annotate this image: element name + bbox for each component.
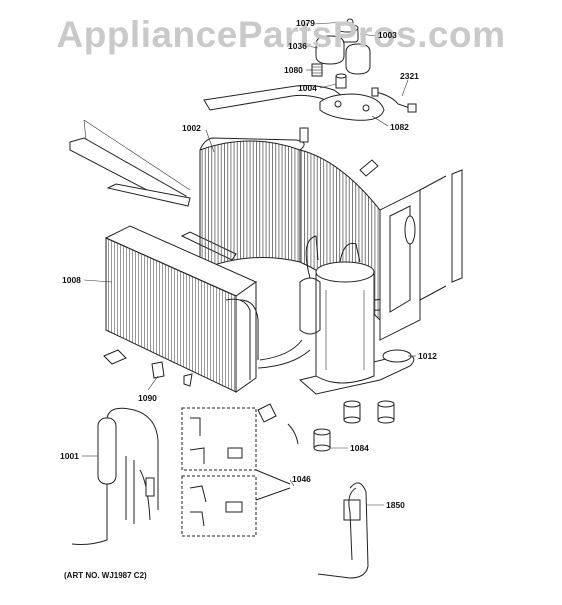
- callout-1004[interactable]: 1004: [298, 83, 317, 93]
- control-bracket: [379, 175, 447, 341]
- callout-1080[interactable]: 1080: [284, 65, 303, 75]
- callout-1001[interactable]: 1001: [60, 451, 79, 461]
- grommets-1084: [257, 400, 395, 452]
- callout-1003[interactable]: 1003: [378, 30, 397, 40]
- drain-pan-clip: [103, 349, 193, 387]
- callout-1079[interactable]: 1079: [296, 18, 315, 28]
- filter-drier-1001: [71, 407, 159, 545]
- wire-kit-1046: [181, 407, 291, 537]
- side-panel-strip: [451, 169, 463, 283]
- callout-1850[interactable]: 1850: [386, 500, 405, 510]
- cap-1004: [335, 73, 347, 89]
- callout-1046[interactable]: 1046: [292, 474, 311, 484]
- callout-1012[interactable]: 1012: [418, 351, 437, 361]
- leader-lines: [82, 21, 416, 506]
- callout-1008[interactable]: 1008: [62, 275, 81, 285]
- callout-1082[interactable]: 1082: [390, 122, 409, 132]
- harness-2321: [371, 87, 417, 113]
- screw-1079: [346, 18, 354, 26]
- evaporator-coil-1008: [104, 225, 259, 393]
- spring-1080: [311, 63, 323, 77]
- callout-2321[interactable]: 2321: [400, 71, 419, 81]
- art-number-caption: (ART NO. WJ1987 C2): [64, 571, 147, 580]
- bracket-1082: [319, 93, 385, 121]
- callout-1084[interactable]: 1084: [350, 443, 369, 453]
- watermark-logo: AppliancePartsPros.com: [56, 14, 506, 55]
- callout-1090[interactable]: 1090: [138, 393, 157, 403]
- callout-1002[interactable]: 1002: [182, 123, 201, 133]
- capacitor-1036: [315, 35, 371, 75]
- capillary-tube-1850: [317, 482, 369, 579]
- callout-1036[interactable]: 1036: [288, 41, 307, 51]
